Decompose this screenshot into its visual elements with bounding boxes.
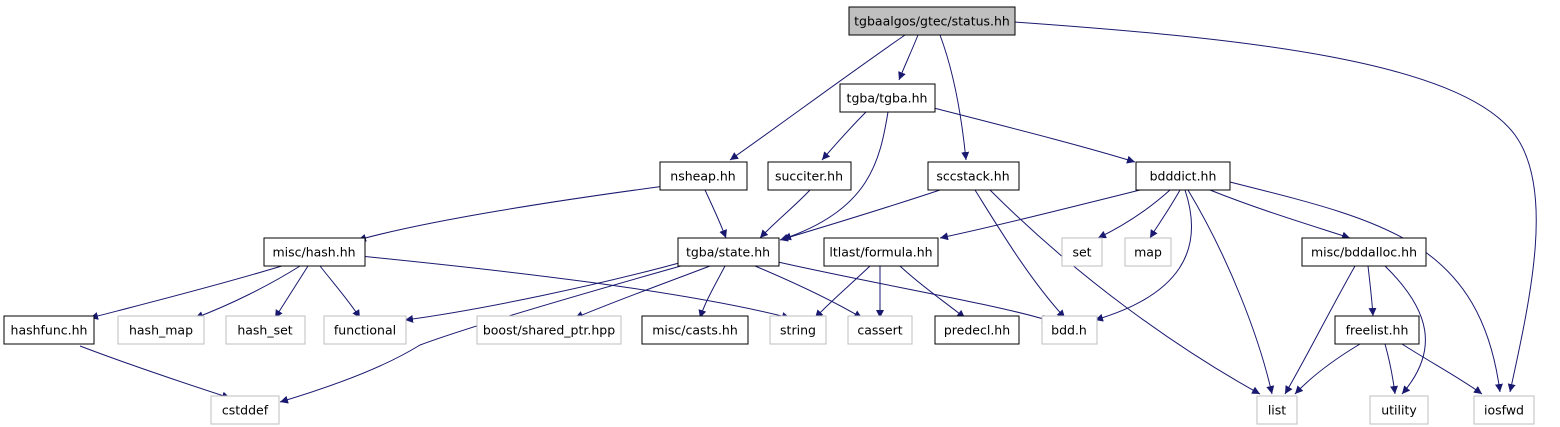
node-label: list <box>1268 403 1286 418</box>
node-label: ltlast/formula.hh <box>829 245 932 260</box>
edge-nsheap-state <box>704 189 727 239</box>
edge-formula-string <box>814 265 871 319</box>
edge-bdddict-formula <box>939 189 1141 241</box>
node-hash_set[interactable]: hash_set <box>225 315 306 345</box>
node-label: misc/hash.hh <box>272 245 355 260</box>
edge-sccstack-state <box>779 189 941 242</box>
node-label: functional <box>334 323 396 338</box>
node-label: boost/shared_ptr.hpp <box>483 323 615 338</box>
edge-state-cstddef <box>279 261 696 404</box>
edge-root-tgba <box>898 34 919 81</box>
node-label: utility <box>1381 403 1417 418</box>
node-label: bdddict.hh <box>1150 169 1217 184</box>
node-label: freelist.hh <box>1346 323 1409 338</box>
node-label: tgba/state.hh <box>686 245 770 260</box>
edge-state-bddh <box>777 261 1051 323</box>
edge-hashfunc-cstddef <box>79 345 231 400</box>
node-label: hash_map <box>129 323 193 338</box>
node-set[interactable]: set <box>1061 237 1103 267</box>
edge-root-iosfwd <box>1014 21 1537 393</box>
node-utility[interactable]: utility <box>1369 395 1429 425</box>
edge-sccstack-list <box>989 189 1261 395</box>
edge-mischash-hash_map <box>194 265 301 319</box>
node-label: cstddef <box>222 403 269 418</box>
edge-mischash-string <box>359 255 791 320</box>
node-nsheap[interactable]: nsheap.hh <box>659 161 748 191</box>
edge-root-sccstack <box>939 34 970 161</box>
edge-freelist-iosfwd <box>1401 343 1483 395</box>
node-state[interactable]: tgba/state.hh <box>677 237 780 267</box>
edge-root-nsheap <box>729 34 906 161</box>
edge-mischash-functional <box>319 265 361 319</box>
edge-bdddict-bddh <box>1094 189 1192 322</box>
node-map[interactable]: map <box>1124 237 1172 267</box>
edge-tgba-succiter <box>821 111 867 161</box>
edge-bddalloc-utility <box>1384 265 1426 395</box>
edge-formula-predecl <box>899 265 966 319</box>
node-string[interactable]: string <box>769 315 827 345</box>
node-cstddef[interactable]: cstddef <box>210 395 280 425</box>
node-bdddict[interactable]: bdddict.hh <box>1135 161 1231 191</box>
node-hashfunc[interactable]: hashfunc.hh <box>3 315 95 345</box>
node-predecl[interactable]: predecl.hh <box>934 315 1020 345</box>
node-casts[interactable]: misc/casts.hh <box>641 315 749 345</box>
edge-succiter-state <box>759 189 811 239</box>
node-label: misc/bddalloc.hh <box>1311 245 1417 260</box>
node-label: bdd.h <box>1051 323 1087 338</box>
node-label: hashfunc.hh <box>11 323 88 338</box>
node-label: cassert <box>857 323 902 338</box>
edge-nsheap-mischash <box>357 185 666 242</box>
edge-bdddict-bddalloc <box>1209 189 1351 240</box>
node-label: set <box>1072 245 1091 260</box>
edges <box>79 21 1537 404</box>
node-shared_ptr[interactable]: boost/shared_ptr.hpp <box>476 315 622 345</box>
node-label: tgbaalgos/gtec/status.hh <box>854 14 1010 29</box>
node-freelist[interactable]: freelist.hh <box>1334 315 1420 345</box>
edge-tgba-bdddict <box>929 106 1136 164</box>
edge-state-shared_ptr <box>574 265 711 319</box>
edge-state-casts <box>698 265 726 319</box>
edge-mischash-hash_set <box>274 265 309 319</box>
edge-state-cassert <box>754 265 863 319</box>
node-sccstack[interactable]: sccstack.hh <box>927 161 1020 191</box>
edge-bdddict-iosfwd <box>1229 181 1503 393</box>
node-label: succiter.hh <box>775 169 843 184</box>
edge-mischash-hashfunc <box>89 264 286 320</box>
node-label: predecl.hh <box>944 323 1010 338</box>
node-label: sccstack.hh <box>936 169 1009 184</box>
node-list[interactable]: list <box>1256 395 1298 425</box>
node-mischash[interactable]: misc/hash.hh <box>263 237 366 267</box>
node-label: string <box>780 323 816 338</box>
node-cassert[interactable]: cassert <box>847 315 913 345</box>
edge-tgba-state <box>782 111 889 241</box>
edge-freelist-utility <box>1384 343 1398 395</box>
node-hash_map[interactable]: hash_map <box>117 315 205 345</box>
node-label: map <box>1134 245 1162 260</box>
edge-bdddict-map <box>1149 189 1181 239</box>
nodes: tgbaalgos/gtec/status.hh tgba/tgba.hh ns… <box>3 6 1535 425</box>
node-label: nsheap.hh <box>670 169 735 184</box>
edge-bddalloc-list <box>1284 265 1356 395</box>
edge-bdddict-list <box>1187 189 1275 395</box>
node-bddh[interactable]: bdd.h <box>1041 315 1098 345</box>
edge-sccstack-bddh <box>974 189 1066 319</box>
edge-bdddict-set <box>1097 189 1171 239</box>
node-iosfwd[interactable]: iosfwd <box>1473 395 1535 425</box>
node-functional[interactable]: functional <box>323 315 407 345</box>
node-succiter[interactable]: succiter.hh <box>767 161 852 191</box>
node-root[interactable]: tgbaalgos/gtec/status.hh <box>848 6 1016 36</box>
edge-bddalloc-freelist <box>1367 265 1377 317</box>
node-label: misc/casts.hh <box>652 323 738 338</box>
edge-state-functional <box>404 259 691 323</box>
node-label: iosfwd <box>1484 403 1524 418</box>
node-bddalloc[interactable]: misc/bddalloc.hh <box>1301 237 1427 267</box>
node-label: tgba/tgba.hh <box>847 91 928 106</box>
node-label: hash_set <box>237 323 292 338</box>
edge-freelist-list <box>1294 343 1361 395</box>
node-tgba[interactable]: tgba/tgba.hh <box>839 83 936 113</box>
node-formula[interactable]: ltlast/formula.hh <box>823 237 939 267</box>
